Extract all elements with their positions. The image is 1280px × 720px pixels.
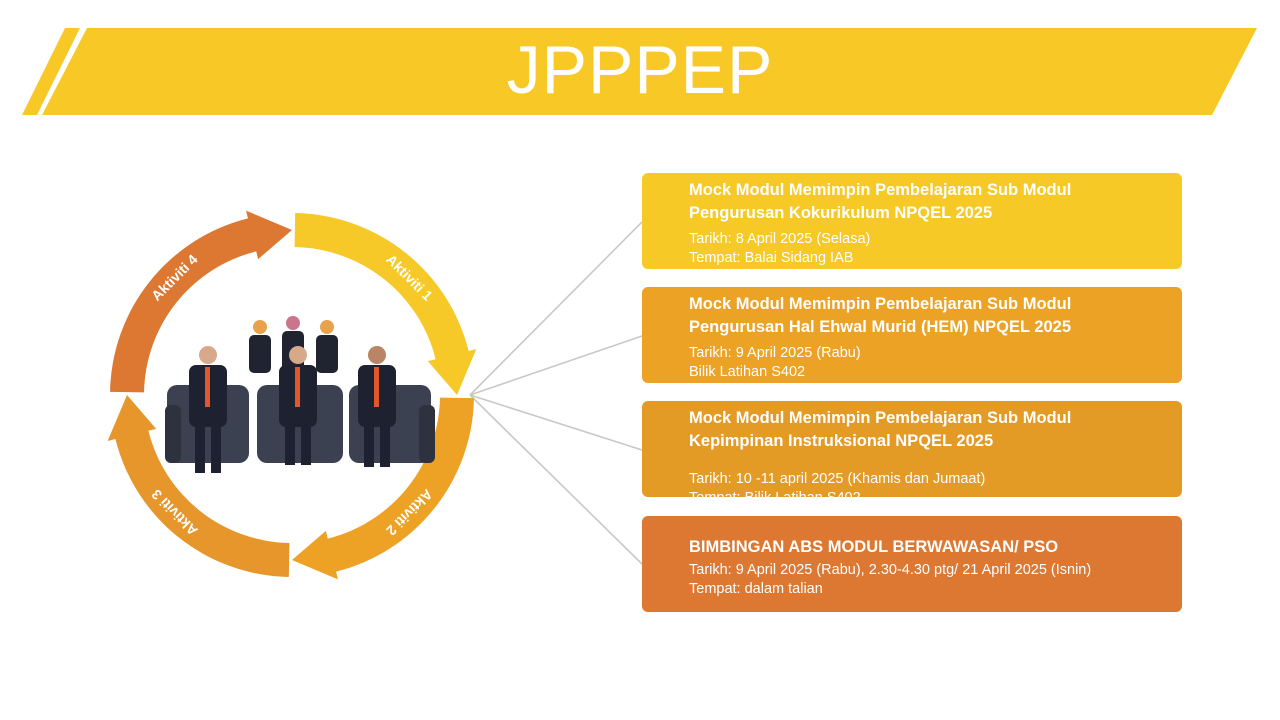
cycle-arc-2 — [292, 397, 474, 580]
activity-2-title-line-1: Mock Modul Memimpin Pembelajaran Sub Mod… — [689, 295, 1072, 313]
group-photo-icon — [165, 316, 435, 473]
activity-1-title-line-2: Pengurusan Kokurikulum NPQEL 2025 — [689, 204, 993, 222]
activity-card-3: Mock Modul Memimpin Pembelajaran Sub Mod… — [642, 401, 1182, 506]
activity-2-title-line-2: Pengurusan Hal Ehwal Murid (HEM) NPQEL 2… — [689, 318, 1072, 336]
banner-stripe — [22, 28, 80, 115]
title-banner — [22, 28, 1257, 115]
activity-1-title-line-1: Mock Modul Memimpin Pembelajaran Sub Mod… — [689, 181, 1072, 199]
cycle-arc-3 — [107, 395, 290, 577]
cycle-arc-1 — [294, 213, 477, 395]
activity-card-4: BIMBINGAN ABS MODUL BERWAWASAN/ PSO Tari… — [642, 516, 1182, 612]
cycle-arcs — [107, 210, 477, 580]
activity-3-date: Tarikh: 10 -11 april 2025 (Khamis dan Ju… — [689, 471, 986, 487]
banner-bar — [42, 28, 1257, 115]
connector-lines — [469, 221, 643, 565]
activity-4-title: BIMBINGAN ABS MODUL BERWAWASAN/ PSO — [689, 538, 1059, 556]
activity-2-venue: Bilik Latihan S402 — [689, 364, 806, 380]
cycle-arc-4 — [110, 210, 293, 393]
connector-line-3 — [469, 394, 643, 451]
activity-2-date: Tarikh: 9 April 2025 (Rabu) — [689, 345, 861, 361]
activity-1-date: Tarikh: 8 April 2025 (Selasa) — [689, 231, 871, 247]
slide-title: JPPPEP — [506, 32, 774, 108]
activity-3-title-line-2: Kepimpinan Instruksional NPQEL 2025 — [689, 432, 994, 450]
connector-line-1 — [469, 221, 643, 396]
activity-3-title-line-1: Mock Modul Memimpin Pembelajaran Sub Mod… — [689, 409, 1072, 427]
activity-card-2: Mock Modul Memimpin Pembelajaran Sub Mod… — [642, 287, 1182, 383]
connector-line-4 — [469, 394, 643, 565]
activity-card-1: Mock Modul Memimpin Pembelajaran Sub Mod… — [642, 173, 1182, 269]
activity-4-date: Tarikh: 9 April 2025 (Rabu), 2.30-4.30 p… — [689, 562, 1092, 578]
activity-3-venue: Tempat: Bilik Latihan S402 — [689, 490, 861, 506]
connector-line-2 — [469, 335, 643, 396]
activity-1-venue: Tempat: Balai Sidang IAB — [689, 250, 854, 266]
activity-4-venue: Tempat: dalam talian — [689, 581, 823, 597]
